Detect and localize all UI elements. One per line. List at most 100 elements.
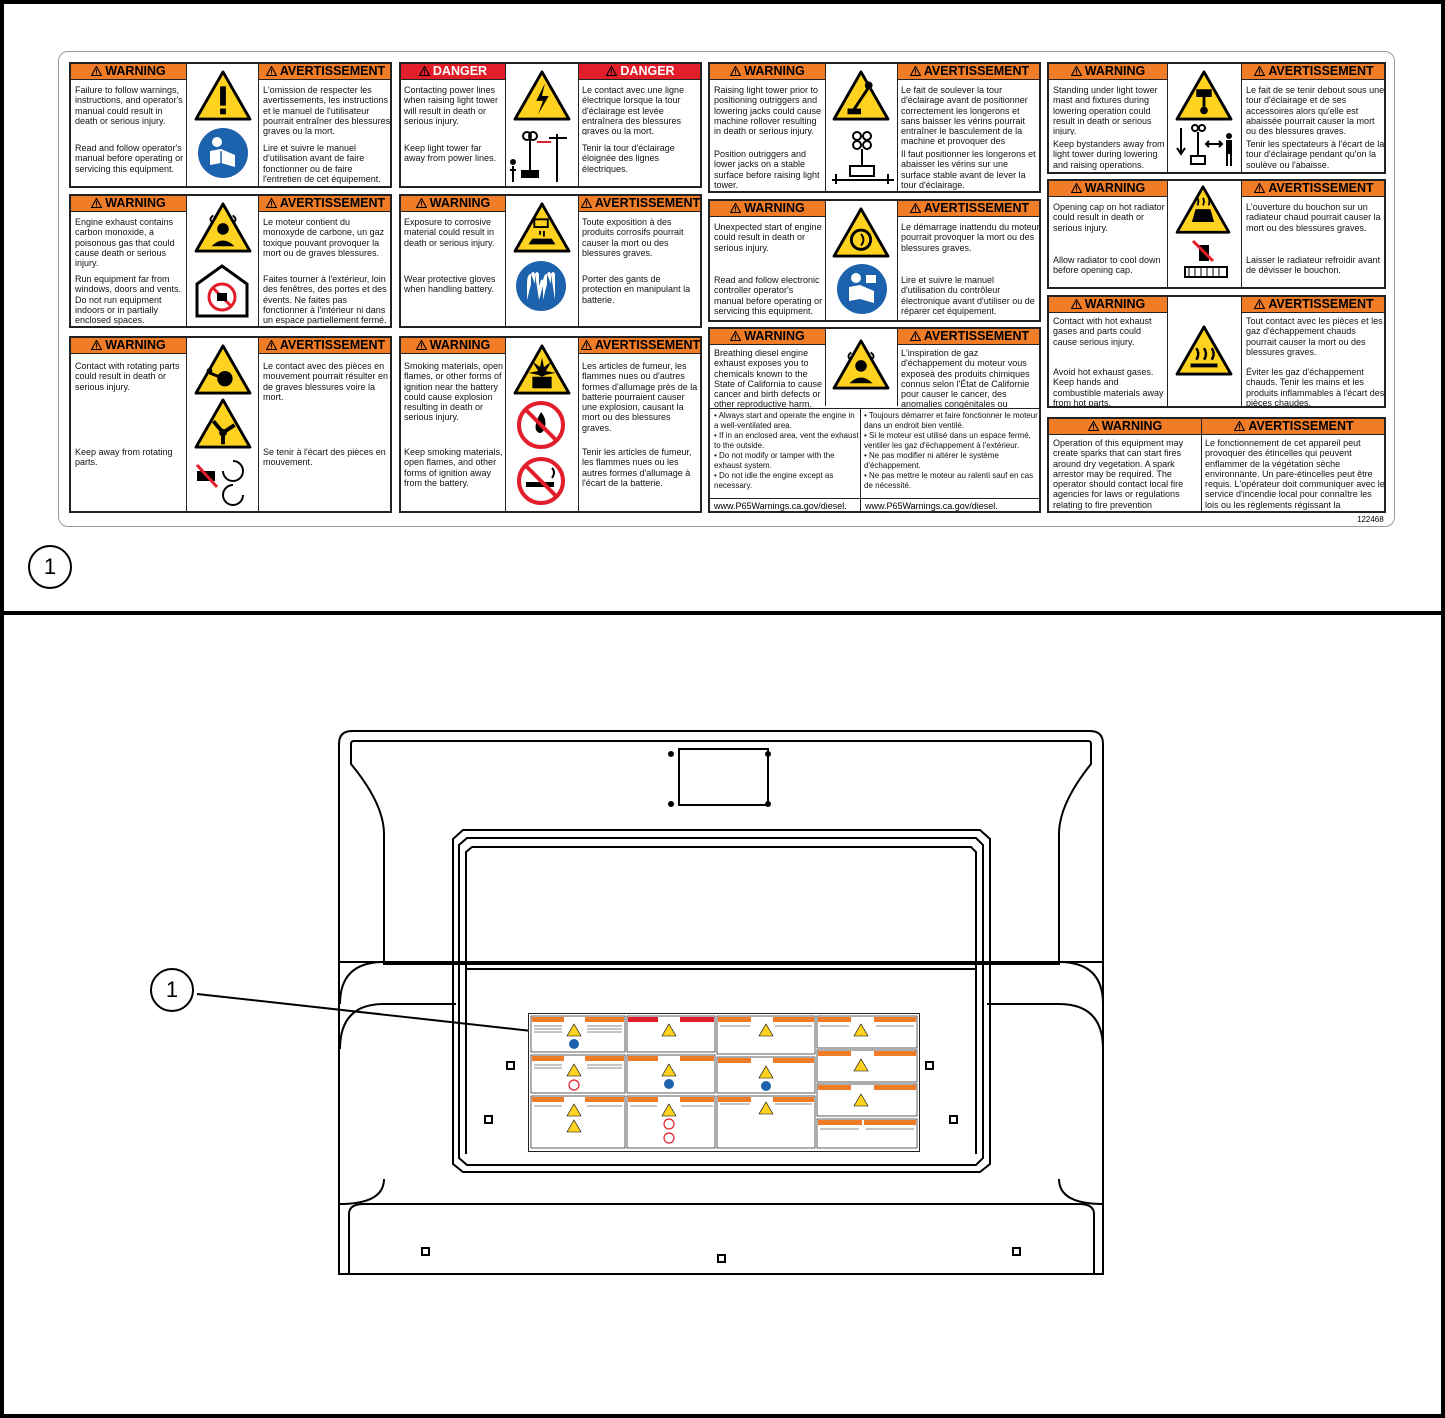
keep-distance-icon	[1176, 124, 1232, 166]
text-fr-hazard: Le contact avec des pièces en mouvement …	[263, 361, 389, 401]
header-avertissement: AVERTISSEMENT	[259, 196, 390, 212]
alert-icon	[416, 198, 427, 208]
header-avertissement: AVERTISSEMENT	[1202, 419, 1384, 435]
header-text: AVERTISSEMENT	[1268, 297, 1374, 311]
part-number: 122468	[1357, 515, 1384, 524]
read-manual-icon	[837, 264, 887, 314]
toxic-gas-icon	[194, 202, 252, 254]
panel-outriggers: WARNING AVERTISSEMENT Raising light towe…	[708, 62, 1041, 193]
text-fr-action: Se tenir à l'écart des pièces en mouveme…	[263, 447, 386, 468]
header-warning: WARNING	[401, 338, 505, 354]
alert-icon	[419, 66, 430, 76]
text-en-action: Read and follow operator's manual before…	[75, 143, 184, 174]
text-fr-action: Éviter les gaz d'échappement chauds. Ten…	[1246, 367, 1385, 407]
panel-power-lines: DANGER DANGER Contacting power lines whe…	[399, 62, 702, 188]
text-en-hazard: Operation of this equipment may create s…	[1053, 438, 1184, 511]
header-text: WARNING	[1084, 297, 1146, 311]
hot-surface-icon	[1175, 325, 1233, 377]
fan-blade-icon	[194, 398, 252, 450]
text-en-action: Read and follow electronic controller op…	[714, 275, 823, 316]
alert-icon	[1254, 183, 1265, 193]
header-avertissement: AVERTISSEMENT	[579, 338, 701, 354]
header-text: DANGER	[620, 64, 675, 78]
text-en-hazard: Failure to follow warnings, instructions…	[75, 85, 183, 126]
header-avertissement: AVERTISSEMENT	[259, 64, 390, 80]
bullet-en-4: • Do not idle the engine except as neces…	[714, 471, 834, 490]
text-fr-action: Il faut positionner les longerons et aba…	[901, 149, 1036, 190]
header-avertissement: AVERTISSEMENT	[1242, 181, 1384, 197]
panel-operator-manual: WARNING AVERTISSEMENT Failure to follow …	[69, 62, 392, 188]
decal-location-mini	[528, 1013, 920, 1152]
panel-battery-ignition: WARNING AVERTISSEMENT Smoking materials,…	[399, 336, 702, 513]
alert-icon	[91, 66, 102, 76]
corrosive-icon	[513, 202, 571, 254]
panel-rotating-parts: WARNING AVERTISSEMENT Contact with rotat…	[69, 336, 392, 513]
text-en-action: Run equipment far from windows, doors an…	[75, 274, 182, 326]
electric-shock-icon	[513, 70, 571, 122]
text-fr-action: Tenir la tour d'éclairage éloignée des l…	[582, 143, 675, 174]
panel-corrosive: WARNING AVERTISSEMENT Exposure to corros…	[399, 194, 702, 328]
header-avertissement: AVERTISSEMENT	[1242, 297, 1384, 313]
light-tower-outrigger-icon	[832, 131, 894, 184]
alert-icon	[910, 331, 921, 341]
text-fr-action: Tenir les spectateurs à l'écart de la to…	[1246, 139, 1385, 170]
text-fr-hazard: Tout contact avec les pièces et les gaz …	[1246, 316, 1383, 357]
bullet-en-1: • Always start and operate the engine in…	[714, 411, 855, 430]
text-fr-action: Laisser le radiateur refroidir avant de …	[1246, 255, 1381, 276]
explosion-icon	[513, 344, 571, 396]
alert-icon	[1254, 66, 1265, 76]
warning-triangle-icon	[194, 70, 252, 122]
alert-icon	[581, 340, 592, 350]
header-text: AVERTISSEMENT	[279, 338, 386, 352]
text-en-hazard: Contacting power lines when raising ligh…	[404, 85, 499, 126]
text-fr-hazard: L'ouverture du bouchon sur un radiateur …	[1246, 202, 1381, 233]
alert-icon	[91, 198, 102, 208]
header-text: AVERTISSEMENT	[594, 338, 701, 352]
alert-icon	[730, 203, 741, 213]
text-en-hazard: Unexpected start of engine could result …	[714, 222, 822, 253]
prop65-mid-divider	[860, 409, 861, 511]
radiator-cap-icon	[1184, 239, 1228, 278]
no-flames-icon	[517, 401, 565, 449]
gloves-icon	[516, 261, 566, 311]
alert-icon	[91, 340, 102, 350]
text-fr-action: Tenir les articles de fumeur, les flamme…	[582, 447, 692, 488]
machine-front-view	[196, 730, 1104, 1275]
alert-icon	[730, 331, 741, 341]
header-warning: WARNING	[1049, 297, 1167, 313]
panel-carbon-monoxide: WARNING AVERTISSEMENT Engine exhaust con…	[69, 194, 392, 328]
header-danger-fr: DANGER	[579, 64, 700, 80]
header-avertissement: AVERTISSEMENT	[898, 329, 1039, 345]
header-text: AVERTISSEMENT	[923, 201, 1030, 215]
text-en-hazard: Raising light tower prior to positioning…	[714, 85, 822, 137]
text-fr-hazard: L'inspiration de gaz d'échappement du mo…	[901, 348, 1030, 408]
text-en-hazard: Breathing diesel engine exhaust exposes …	[714, 348, 823, 408]
callout-1-bottom: 1	[150, 968, 194, 1012]
section-divider	[4, 611, 1441, 615]
header-warning: WARNING	[71, 196, 186, 212]
text-fr-hazard: Le démarrage inattendu du moteur pourrai…	[901, 222, 1040, 253]
alert-icon	[1088, 421, 1099, 431]
panel-hot-exhaust: WARNING AVERTISSEMENT Contact with hot e…	[1047, 295, 1386, 408]
panel-bystanders: WARNING AVERTISSEMENT Standing under lig…	[1047, 62, 1386, 174]
text-en-action: Allow radiator to cool down before openi…	[1053, 255, 1161, 276]
hot-radiator-icon	[1175, 185, 1231, 235]
header-text: AVERTISSEMENT	[1268, 181, 1374, 195]
header-avertissement: AVERTISSEMENT	[1242, 64, 1384, 80]
bullet-fr-4: • Ne pas mettre le moteur au ralenti sau…	[864, 471, 1034, 490]
header-text: WARNING	[429, 196, 491, 210]
alert-icon	[581, 198, 592, 208]
header-text: WARNING	[744, 329, 805, 343]
callout-1-top: 1	[28, 545, 72, 589]
text-en-hazard: Exposure to corrosive material could res…	[404, 217, 495, 248]
header-text: AVERTISSEMENT	[923, 64, 1030, 78]
header-text: AVERTISSEMENT	[279, 64, 386, 78]
header-text: AVERTISSEMENT	[1268, 64, 1374, 78]
tip-over-icon	[832, 70, 890, 122]
header-avertissement: AVERTISSEMENT	[898, 201, 1039, 217]
text-en-hazard: Standing under light tower mast and fixt…	[1053, 85, 1158, 135]
panel-unexpected-start: WARNING AVERTISSEMENT Unexpected start o…	[708, 199, 1041, 322]
text-en-hazard: Contact with rotating parts could result…	[75, 361, 180, 392]
header-text: WARNING	[1084, 181, 1146, 195]
rotating-parts-icon	[194, 344, 252, 396]
